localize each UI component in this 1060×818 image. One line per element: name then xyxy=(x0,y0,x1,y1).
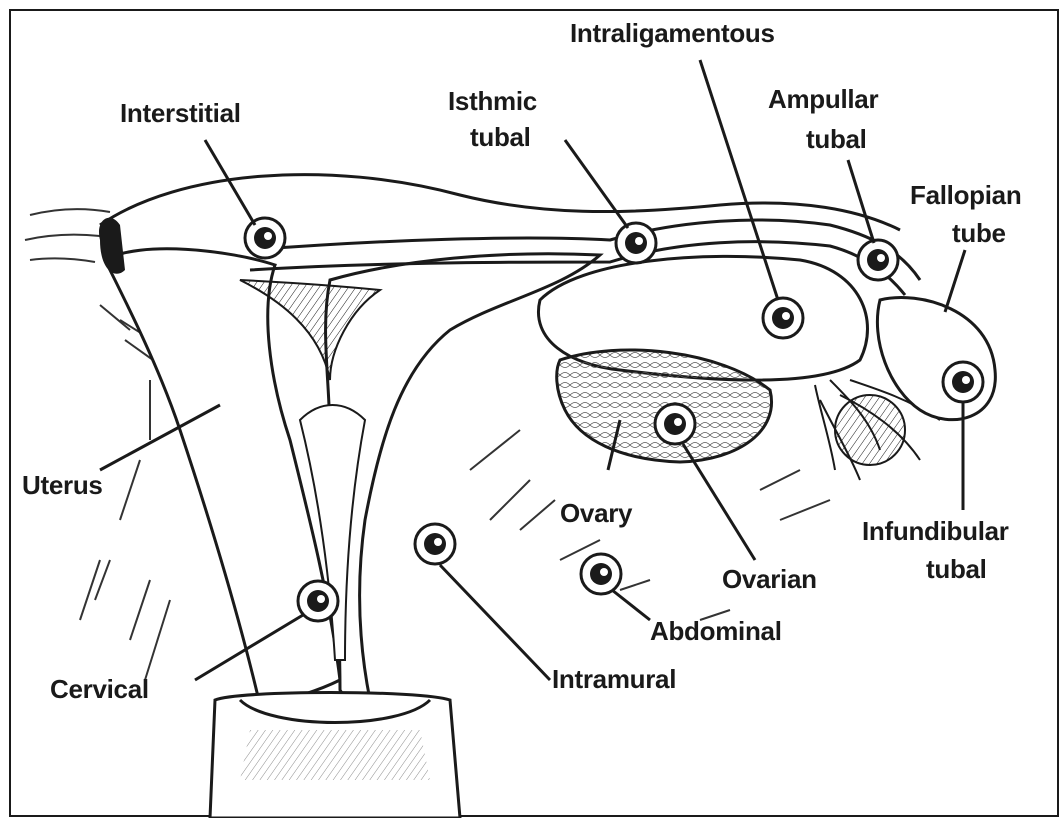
label-interstitial: Interstitial xyxy=(120,98,241,128)
label-ovary: Ovary xyxy=(560,498,633,528)
intraligamentous-site-icon xyxy=(763,298,803,338)
label-ampullar-line1: Ampullar xyxy=(768,84,878,114)
abdominal-site-icon xyxy=(581,554,621,594)
intramural-site-icon xyxy=(415,524,455,564)
interstitial-site-icon xyxy=(245,218,285,258)
label-isthmic-line2: tubal xyxy=(470,122,531,152)
label-cervical: Cervical xyxy=(50,674,149,704)
cervical-site-icon xyxy=(298,581,338,621)
label-fallopian-line2: tube xyxy=(952,218,1006,248)
label-fallopian-line1: Fallopian xyxy=(910,180,1021,210)
label-ampullar-line2: tubal xyxy=(806,124,867,154)
cervix-shading xyxy=(240,730,430,780)
label-infundibular-line2: tubal xyxy=(926,554,987,584)
label-abdominal: Abdominal xyxy=(650,616,782,646)
ovarian-site-icon xyxy=(655,404,695,444)
label-uterus: Uterus xyxy=(22,470,103,500)
ampullar-site-icon xyxy=(858,240,898,280)
label-isthmic-line1: Isthmic xyxy=(448,86,537,116)
label-intraligamentous: Intraligamentous xyxy=(570,18,775,48)
label-infundibular-line1: Infundibular xyxy=(862,516,1009,546)
infundibular-site-icon xyxy=(943,362,983,402)
isthmic-site-icon xyxy=(616,223,656,263)
label-intramural: Intramural xyxy=(552,664,676,694)
label-ovarian: Ovarian xyxy=(722,564,817,594)
